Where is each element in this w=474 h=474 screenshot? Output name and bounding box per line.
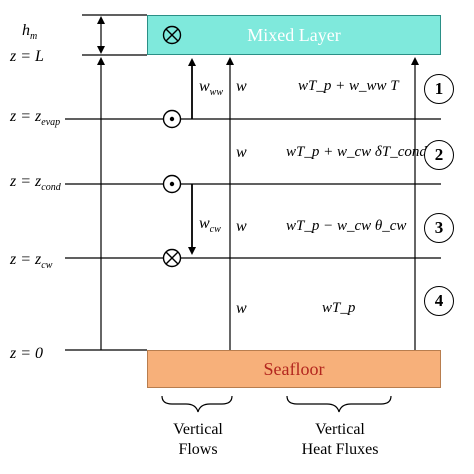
mixed-layer-label: Mixed Layer (247, 25, 341, 45)
vertical-flows-caption-line2: Flows (178, 441, 218, 458)
z-cond-base: z = z (10, 173, 42, 190)
outflow-symbol-cond (162, 174, 182, 194)
zone-3-badge: 3 (424, 213, 454, 243)
w-ww-sub: ww (209, 87, 224, 98)
z-zero-base: z = 0 (10, 345, 44, 362)
w-label-zone3: w (236, 218, 247, 235)
z-l-label: z = L (10, 48, 44, 66)
flux-label-zone3: wT_p − w_cw θ_cw (286, 218, 407, 234)
z-cw-label: z = zcw (10, 251, 53, 271)
zone-2-badge: 2 (424, 140, 454, 170)
seafloor-box: Seafloor (147, 350, 441, 388)
z-cw-base: z = z (10, 251, 42, 268)
flux-label-zone1: wT_p + w_ww T (298, 78, 399, 94)
w-ww-label: www (199, 78, 224, 98)
z-l-base: z = L (10, 48, 44, 65)
intake-symbol-cw (162, 248, 182, 268)
zone-1-badge: 1 (424, 74, 454, 104)
heat-fluxes-caption-line1: Vertical (315, 421, 365, 438)
vertical-flows-brace (161, 395, 233, 413)
hm-sub: m (30, 31, 38, 42)
zone-4-badge: 4 (424, 286, 454, 316)
w-ww-base: w (199, 78, 210, 95)
z-evap-label: z = zevap (10, 108, 61, 128)
z-cond-sub: cond (41, 182, 61, 193)
mixed-layer-box: Mixed Layer (147, 15, 441, 55)
vertical-flows-caption-line1: Vertical (173, 421, 223, 438)
w-label-zone2: w (236, 144, 247, 161)
z-zero-label: z = 0 (10, 345, 43, 363)
outflow-symbol-evap (162, 109, 182, 129)
hm-label: hm (22, 22, 38, 42)
w-label-zone4: w (236, 300, 247, 317)
intake-symbol-mixed-overlay (162, 25, 182, 45)
heat-fluxes-brace (286, 395, 392, 413)
z-evap-sub: evap (41, 117, 61, 128)
w-cw-label: wcw (199, 215, 221, 235)
hm-base: h (22, 22, 30, 39)
flux-label-zone4: wT_p (322, 300, 356, 316)
w-cw-base: w (199, 215, 210, 232)
z-cw-sub: cw (41, 260, 53, 271)
w-label-zone1: w (236, 78, 247, 95)
heat-fluxes-caption-line2: Heat Fluxes (301, 441, 379, 458)
w-cw-sub: cw (209, 224, 221, 235)
z-cond-label: z = zcond (10, 173, 61, 193)
seafloor-label: Seafloor (263, 359, 325, 379)
z-evap-base: z = z (10, 108, 42, 125)
flux-label-zone2: wT_p + w_cw δT_cond (286, 144, 427, 160)
